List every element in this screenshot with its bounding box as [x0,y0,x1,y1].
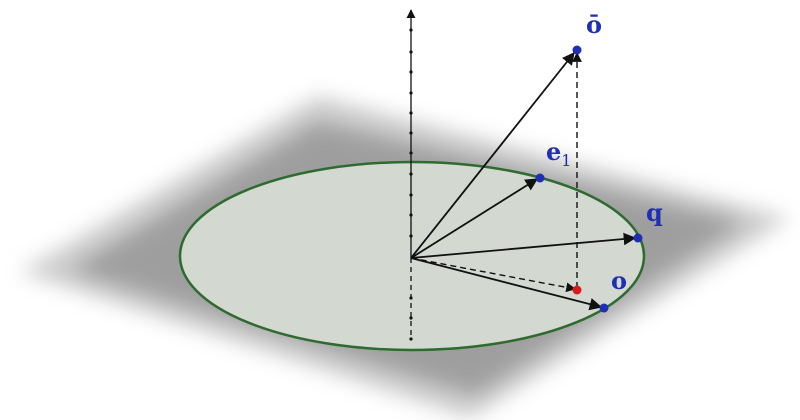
label-e1-subscript: 1 [561,151,571,170]
axis-tick [409,193,413,197]
projection-origin-dashed [410,257,576,293]
axis-tick [409,316,413,320]
vector-q [410,232,637,259]
axis-tick [409,131,413,135]
label-o: o [611,266,627,295]
label-e1-base: e [546,137,561,166]
point-o-bar [572,45,582,55]
axis-tick [409,296,413,300]
point-q [633,233,643,243]
vector-o [410,257,603,311]
axis-tick [409,70,413,74]
axis-tick [409,111,413,115]
axis-tick [409,28,413,32]
label-q: q [646,198,663,227]
axis-tick [409,337,413,341]
point-projection [572,285,582,295]
axis-tick [409,151,413,155]
axis-tick [409,213,413,217]
label-o-bar: ō [586,10,602,39]
axis-tick [409,234,413,238]
axis-tick [409,91,413,95]
point-e1 [535,173,545,183]
label-e1: e1 [546,137,571,170]
vector-o-bar [410,52,575,259]
axis-tick [409,50,413,54]
point-o [599,303,609,313]
vector-e1 [410,178,539,259]
axis-ticks [409,28,413,341]
axis-tick [409,172,413,176]
